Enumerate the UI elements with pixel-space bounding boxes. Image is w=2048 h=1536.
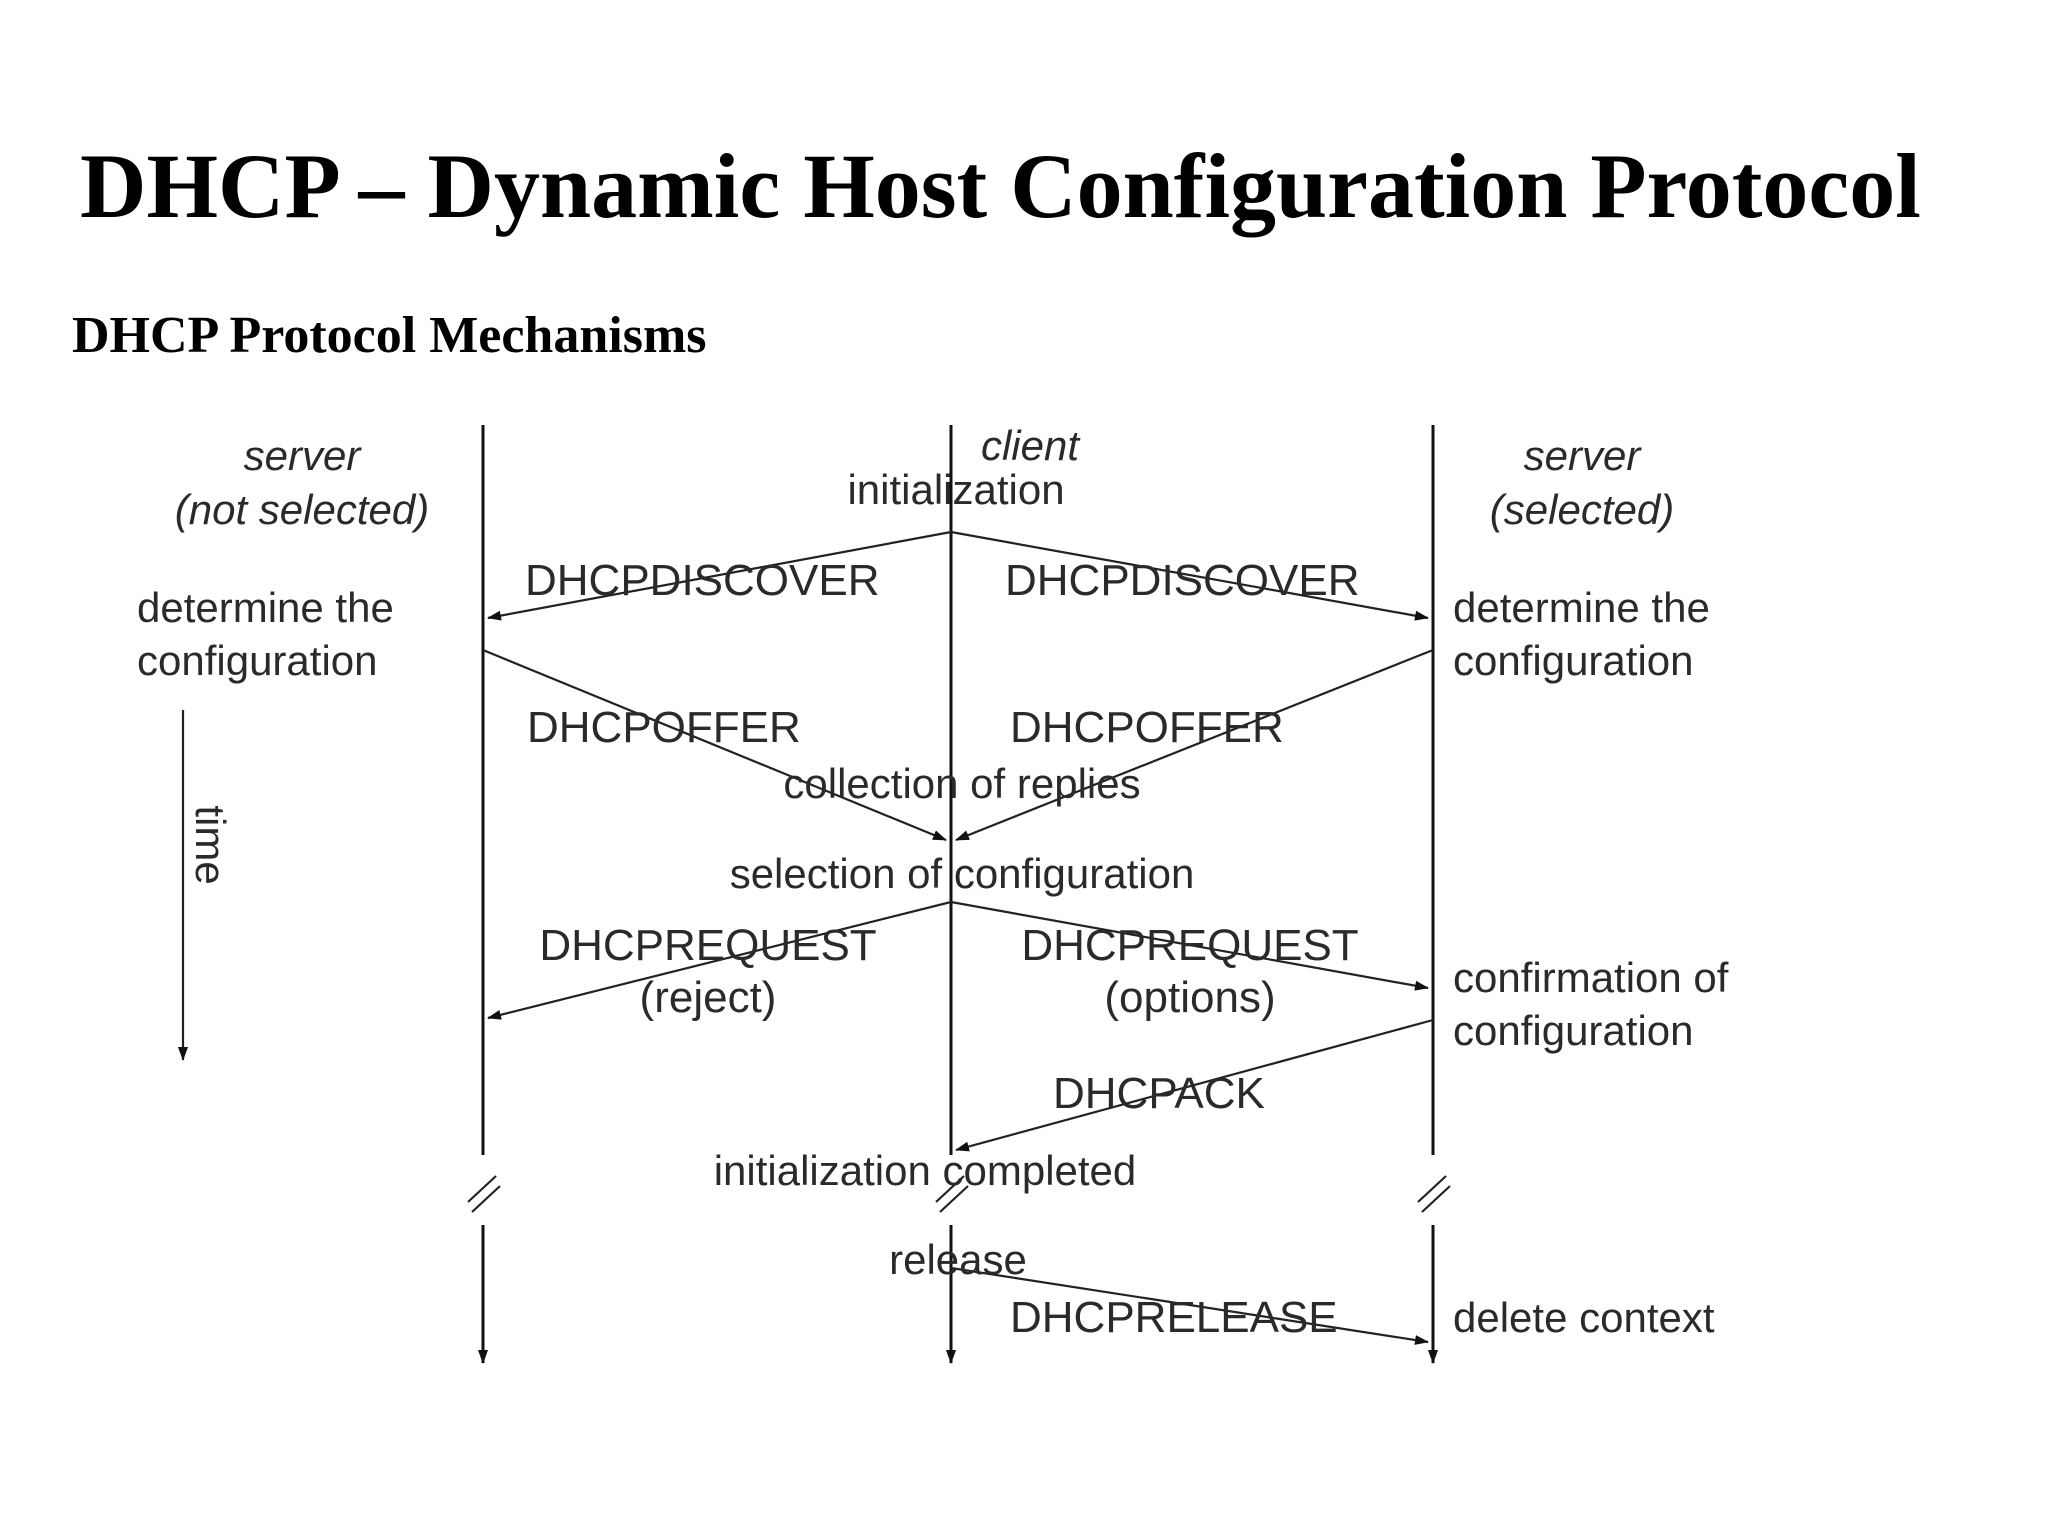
page-title: DHCP – Dynamic Host Configuration Protoc… <box>80 135 1921 237</box>
client-initialization-label: initialization <box>847 466 1064 513</box>
right-determine-note-line2: configuration <box>1453 637 1694 684</box>
initialization-completed-note: initialization completed <box>714 1147 1137 1194</box>
request-right-arrow <box>950 900 1429 991</box>
time-label: time <box>187 805 234 884</box>
discover-left-label: DHCPDISCOVER <box>525 556 880 605</box>
left-server-sublabel: (not selected) <box>175 486 429 533</box>
lifeline-break-marks <box>467 1175 1451 1213</box>
release-arrow <box>950 1266 1429 1345</box>
discover-left-arrow <box>487 530 952 621</box>
request-right-label: DHCPREQUEST <box>1021 921 1358 970</box>
offer-left-label: DHCPOFFER <box>527 703 801 752</box>
left-determine-note: determine the <box>137 584 394 631</box>
left-determine-note-line2: configuration <box>137 637 378 684</box>
request-left-arrow <box>487 900 952 1020</box>
left-server-label: server <box>244 432 363 479</box>
ack-arrow <box>955 1018 1434 1152</box>
right-determine-note: determine the <box>1453 584 1710 631</box>
right-server-sublabel: (selected) <box>1490 486 1674 533</box>
discover-right-arrow <box>950 530 1429 621</box>
page-subtitle: DHCP Protocol Mechanisms <box>72 307 707 364</box>
discover-right-label: DHCPDISCOVER <box>1005 556 1360 605</box>
offer-right-arrow <box>955 648 1434 842</box>
selection-of-configuration-note: selection of configuration <box>730 850 1195 897</box>
ack-label: DHCPACK <box>1053 1069 1265 1118</box>
request-left-sublabel: (reject) <box>640 973 777 1022</box>
client-label: client <box>981 422 1081 469</box>
right-confirmation-note: confirmation of <box>1453 954 1729 1001</box>
request-right-sublabel: (options) <box>1104 973 1275 1022</box>
right-server-label: server <box>1524 432 1643 479</box>
release-message-label: DHCPRELEASE <box>1010 1293 1338 1342</box>
offer-left-arrow <box>482 648 947 842</box>
offer-right-label: DHCPOFFER <box>1010 703 1284 752</box>
release-note: release <box>889 1236 1027 1283</box>
right-confirmation-note-line2: configuration <box>1453 1007 1694 1054</box>
right-delete-context-note: delete context <box>1453 1294 1715 1341</box>
collection-of-replies-note: collection of replies <box>783 760 1140 807</box>
request-left-label: DHCPREQUEST <box>539 921 876 970</box>
